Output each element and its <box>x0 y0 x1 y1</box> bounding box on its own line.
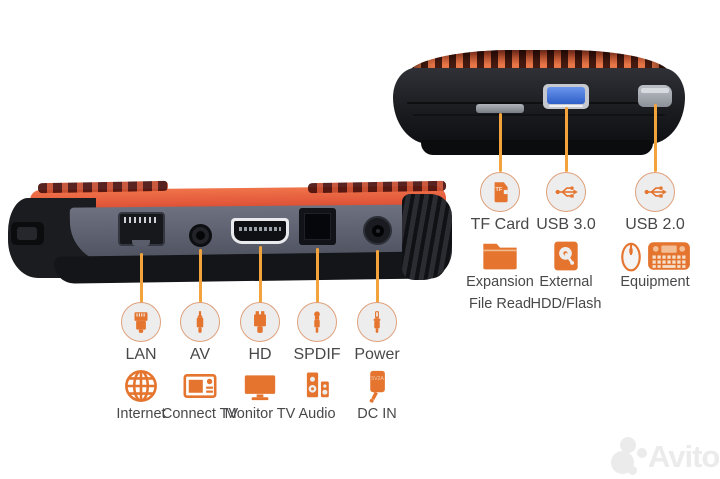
callout-line <box>375 250 379 303</box>
lan-port <box>118 212 165 246</box>
device-right-cap <box>402 194 452 280</box>
port-label: SPDIF <box>293 346 341 363</box>
usb-symbol-icon <box>635 172 675 212</box>
device-latch-inner <box>17 227 37 240</box>
monitor-icon <box>205 368 315 404</box>
ethernet-plug-icon <box>121 302 161 342</box>
mouse-icon <box>621 242 641 272</box>
function-label-line1: Equipment <box>620 274 690 290</box>
tv-box-side-view <box>8 180 452 296</box>
tv-box-front-view <box>393 44 685 156</box>
callout-line <box>498 113 502 172</box>
function-label: DC IN <box>357 406 397 422</box>
function-label-line1: Expansion <box>466 274 534 290</box>
function-label-line1: External <box>539 274 593 290</box>
usb3-port-inner <box>547 87 585 104</box>
mouse-keyboard-icon <box>597 238 713 274</box>
callout-line <box>139 253 143 303</box>
dc-port-pin <box>375 228 380 233</box>
device-top-ribs <box>407 50 671 70</box>
globe-icon <box>86 368 196 404</box>
function-label: Monitor TV <box>224 406 296 422</box>
lan-port-pins <box>124 217 159 223</box>
usb-symbol-icon <box>546 172 586 212</box>
dc-plug-icon <box>357 302 397 342</box>
usb3-port-lip <box>549 105 583 107</box>
port-label: HD <box>248 346 272 363</box>
power-adapter-icon: 5V2A <box>322 368 432 404</box>
usb3-port <box>543 84 589 109</box>
device-groove <box>407 102 671 104</box>
avito-watermark: Avito <box>606 436 720 478</box>
device-groove-2 <box>413 114 665 116</box>
tf-card-text: TF <box>495 187 503 193</box>
device-bottom-shadow <box>53 251 447 284</box>
callout-line <box>564 107 568 172</box>
spdif-port-inner <box>304 213 331 240</box>
av-jack-port <box>189 224 212 247</box>
av-jack-hole <box>196 231 205 240</box>
function-label: Connect TV <box>161 406 239 422</box>
adapter-voltage-text: 5V2A <box>371 376 384 382</box>
tf-card-icon: TF <box>480 172 520 212</box>
folder-icon <box>442 238 558 274</box>
function-label-line2: HDD/Flash <box>530 296 602 312</box>
function-label: Audio <box>298 406 336 422</box>
avito-logo-dot <box>637 448 647 458</box>
callout-line <box>315 248 319 303</box>
port-label: AV <box>189 346 211 363</box>
function-label-line2: File Read <box>468 296 532 312</box>
port-label: Power <box>354 346 400 363</box>
dc-power-port <box>363 216 392 245</box>
device-front-body <box>393 68 685 144</box>
device-foot-shadow <box>421 140 653 155</box>
hdmi-port <box>231 218 289 244</box>
port-label: USB 3.0 <box>536 216 596 233</box>
port-label: TF Card <box>470 216 530 233</box>
function-label: Internet <box>116 406 166 422</box>
hd-plug-icon <box>240 302 280 342</box>
optical-plug-icon <box>297 302 337 342</box>
speakers-icon <box>262 368 372 404</box>
hdmi-port-pins <box>239 227 281 231</box>
callout-line <box>198 249 202 303</box>
callout-line <box>653 104 657 172</box>
usb2-port-lip <box>641 88 669 93</box>
callout-line <box>258 246 262 303</box>
hdmi-port-inner <box>234 221 286 241</box>
usb2-port <box>638 85 672 107</box>
tv-set-icon <box>145 368 255 404</box>
port-label: LAN <box>125 346 157 363</box>
port-label: USB 2.0 <box>625 216 685 233</box>
spdif-port <box>299 208 336 245</box>
mini-keyboard-icon <box>648 242 690 270</box>
audio-jack-plug-icon <box>180 302 220 342</box>
avito-logo-dot <box>628 466 637 475</box>
hdd-icon <box>508 238 624 274</box>
tf-card-slot <box>476 104 524 113</box>
avito-watermark-text: Avito <box>648 439 720 474</box>
avito-logo-dot <box>620 437 636 453</box>
lan-port-notch <box>132 240 150 246</box>
